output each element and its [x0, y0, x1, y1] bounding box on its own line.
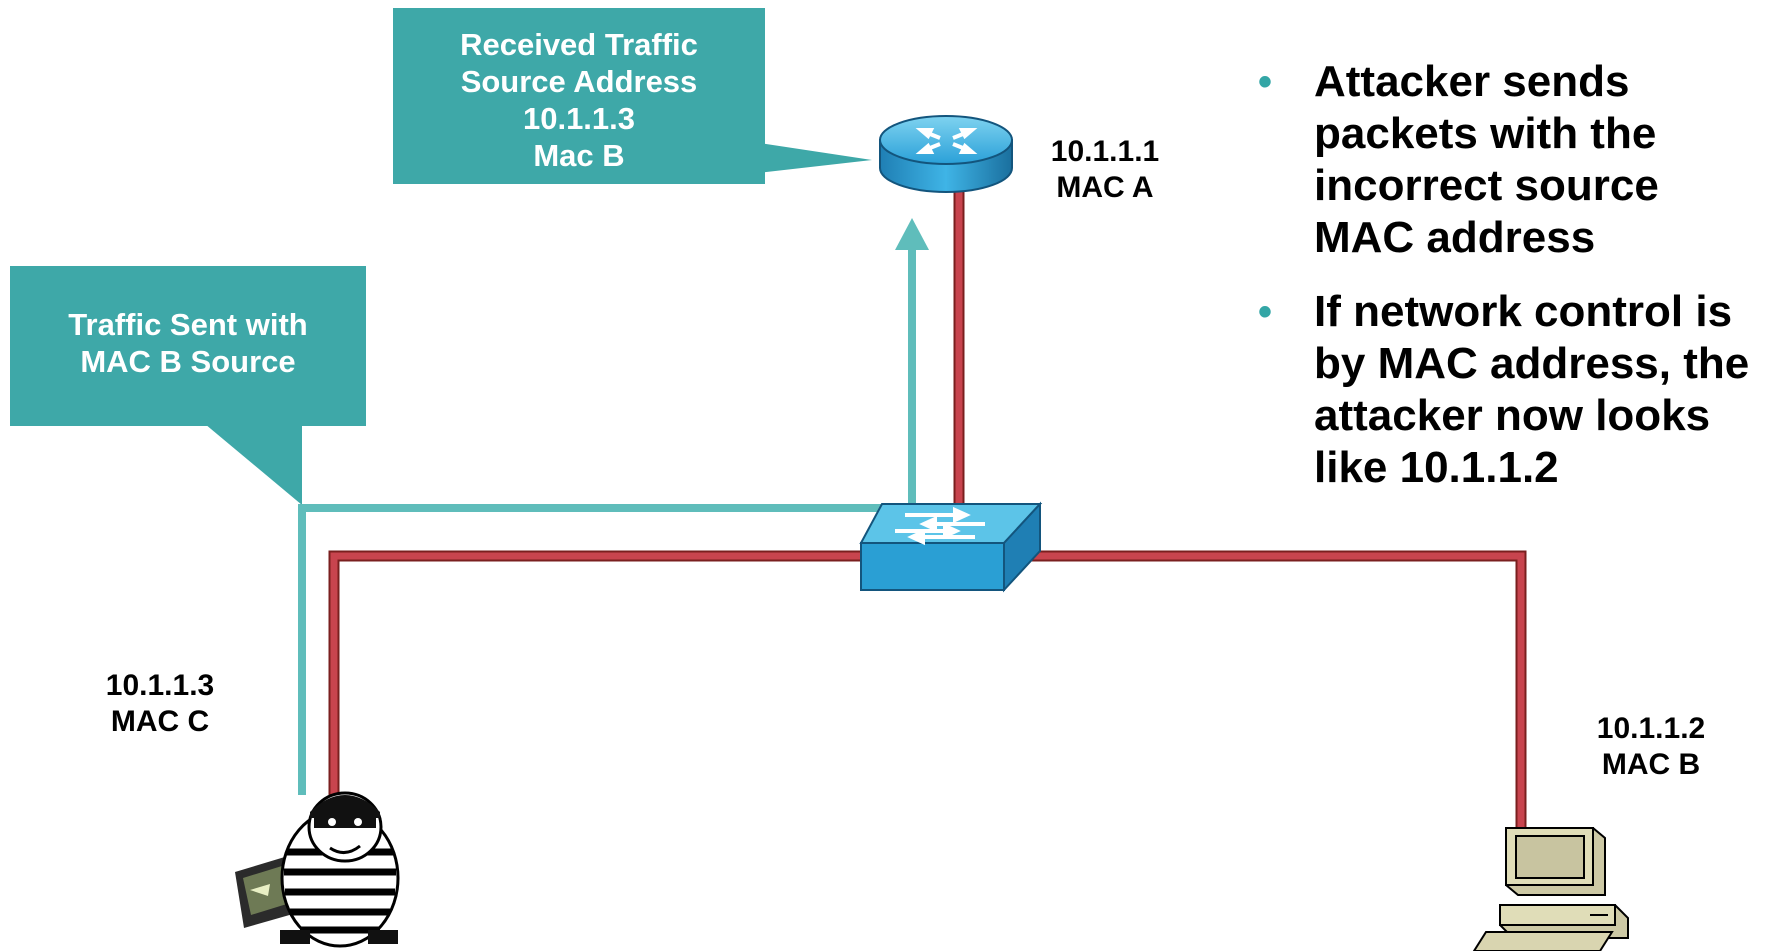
switch-icon [859, 501, 1043, 593]
victim-label: 10.1.1.2 MAC B [1581, 711, 1721, 783]
callout-sent-text: Traffic Sent with MAC B Source [10, 306, 366, 380]
callout-received-line-4: Mac B [533, 138, 625, 173]
bullet-item: • If network control is by MAC address, … [1248, 286, 1768, 494]
attacker-label: 10.1.1.3 MAC C [90, 668, 230, 740]
router-icon [879, 115, 1013, 193]
attacker-icon [235, 791, 400, 948]
link-switch-attacker [328, 550, 867, 805]
callout-sent-line-2: MAC B Source [80, 344, 296, 379]
attacker-mac: MAC C [110, 705, 210, 738]
callout-received-text: Received Traffic Source Address 10.1.1.3… [393, 26, 765, 174]
victim-mac: MAC B [1601, 748, 1701, 781]
link-switch-victim [1000, 550, 1527, 830]
bullet-item: • Attacker sends packets with the incorr… [1248, 56, 1768, 264]
callout-received-line-1: Received Traffic [460, 27, 698, 62]
bullet-text: Attacker sends packets with the incorrec… [1314, 57, 1659, 262]
attacker-ip: 10.1.1.3 [105, 669, 215, 702]
bullet-text: If network control is by MAC address, th… [1314, 287, 1750, 492]
router-ip: 10.1.1.1 [1050, 135, 1160, 168]
bullet-dot-icon: • [1258, 60, 1273, 104]
callout-received-line-3: 10.1.1.3 [522, 101, 636, 136]
explanation-bullets: • Attacker sends packets with the incorr… [1248, 56, 1768, 516]
callout-received-line-2: Source Address [460, 64, 698, 99]
traffic-arrowhead [895, 218, 929, 250]
workstation-icon [1472, 827, 1629, 951]
callout-traffic-sent [10, 266, 366, 505]
network-links [328, 170, 1527, 830]
router-label: 10.1.1.1 MAC A [1035, 134, 1175, 206]
bullet-dot-icon: • [1258, 290, 1273, 334]
callout-sent-line-1: Traffic Sent with [68, 307, 308, 342]
spoofed-traffic-path [298, 218, 929, 795]
router-mac: MAC A [1056, 171, 1154, 204]
victim-ip: 10.1.1.2 [1596, 712, 1706, 745]
callout-received-traffic [393, 8, 872, 184]
